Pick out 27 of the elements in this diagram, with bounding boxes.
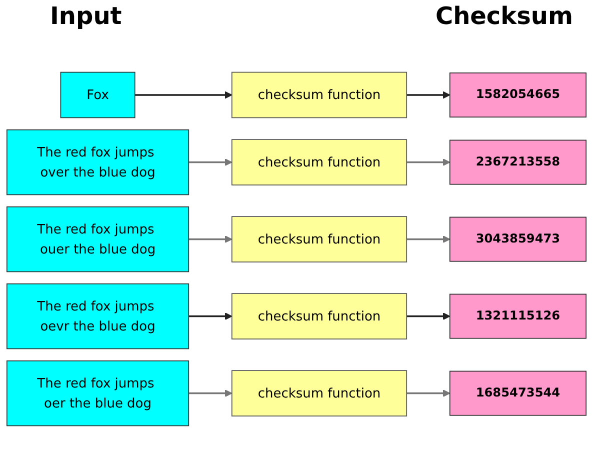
arrow (188, 389, 232, 398)
node-box: The red fox jumps oevr the blue dog (6, 283, 190, 350)
node-box: 1685473544 (449, 370, 587, 416)
arrow (406, 158, 450, 166)
node-box: 1321115126 (449, 294, 587, 339)
node-box: checksum function (231, 370, 408, 416)
column-heading: Checksum (435, 2, 573, 30)
node-box: The red fox jumps ouer the blue dog (6, 206, 190, 272)
node-box: checksum function (231, 216, 408, 262)
node-box: checksum function (231, 72, 408, 118)
node-box: checksum function (231, 293, 408, 340)
arrow (188, 235, 232, 244)
node-box: The red fox jumps oer the blue dog (6, 360, 190, 426)
arrow (188, 312, 232, 320)
arrow (406, 312, 450, 320)
column-heading: Input (50, 2, 122, 30)
node-box: Fox (60, 72, 136, 118)
arrow (188, 158, 232, 166)
node-box: 1582054665 (449, 72, 587, 118)
arrow (406, 91, 450, 99)
arrow (406, 389, 450, 398)
node-box: 2367213558 (449, 140, 587, 185)
node-box: The red fox jumps over the blue dog (6, 129, 190, 196)
arrow (406, 235, 450, 244)
arrow (134, 91, 232, 99)
node-box: 3043859473 (449, 216, 587, 262)
node-box: checksum function (231, 139, 408, 186)
